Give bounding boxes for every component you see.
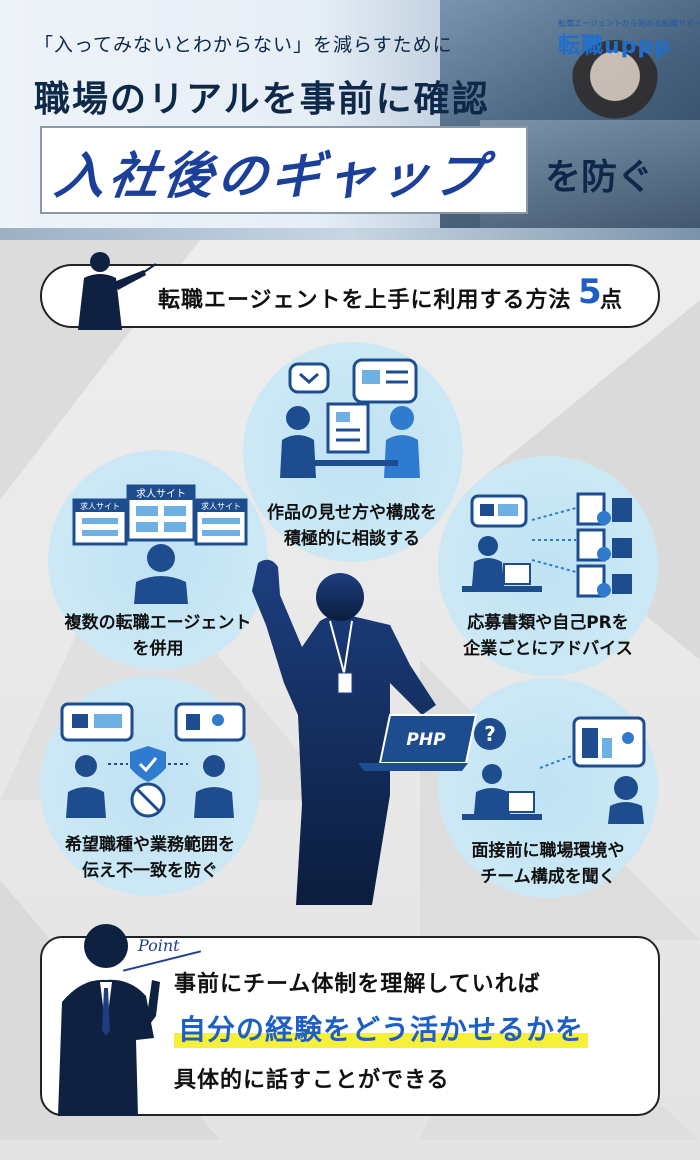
title-line-3: を防ぐ xyxy=(545,157,654,198)
tip-3-line-2: 企業ごとにアドバイス xyxy=(463,639,633,659)
job-site-label-left: 求人サイト xyxy=(80,501,120,511)
tip-text-2: 複数の転職エージェント を併用 xyxy=(38,610,278,662)
worker-photo xyxy=(570,40,660,130)
svg-text:?: ? xyxy=(484,722,496,746)
victory-man-figure: PHP xyxy=(252,559,478,905)
laptop-label: PHP xyxy=(406,730,446,750)
title-line-2: 入社後のギャップ xyxy=(51,147,492,205)
section-heading-number: 5 xyxy=(578,272,602,312)
tip-text-3: 応募書類や自己PRを 企業ごとにアドバイス xyxy=(428,610,668,662)
tip-text-4: 希望職種や業務範囲を 伝え不一致を防ぐ xyxy=(30,832,270,884)
consultation-icon xyxy=(280,358,420,478)
job-site-label-right: 求人サイト xyxy=(201,501,241,511)
job-sites-icon: 求人サイト 求人サイト 求人サイト xyxy=(72,484,248,604)
document-advice-icon xyxy=(462,492,632,598)
tip-text-1: 作品の見せ方や構成を 積極的に相談する xyxy=(232,500,472,552)
job-site-label-center: 求人サイト xyxy=(136,488,186,500)
tip-3-line-1: 応募書類や自己PRを xyxy=(467,613,629,633)
point-line-1: 事前にチーム体制を理解していれば xyxy=(174,972,541,997)
tip-text-5: 面接前に職場環境や チーム構成を聞く xyxy=(428,838,668,890)
tip-2-line-2: を併用 xyxy=(132,639,184,659)
title-line-1: 職場のリアルを事前に確認 xyxy=(34,79,490,120)
tip-2-line-1: 複数の転職エージェント xyxy=(64,613,252,633)
point-line-3: 具体的に話すことができる xyxy=(174,1068,450,1093)
point-line-2-highlight: 自分の経験をどう活かせるかを xyxy=(174,1008,589,1048)
businessman-figure xyxy=(58,924,160,1116)
subheading: 「入ってみないとわからない」を減らすために xyxy=(34,34,453,56)
site-logo: 転職エージェントから始める転職サポート 転職uppp xyxy=(558,18,700,59)
logo-tagline: 転職エージェントから始める転職サポート xyxy=(558,19,700,28)
tip-5-line-2: チーム構成を聞く xyxy=(480,867,616,887)
presenter-icon xyxy=(78,252,157,330)
header-band xyxy=(0,228,700,240)
header-banner: 転職エージェントから始める転職サポート 転職uppp xyxy=(0,0,700,240)
tip-1-line-1: 作品の見せ方や構成を xyxy=(267,503,437,523)
section-heading-text: 転職エージェントを上手に利用する方法 xyxy=(158,288,572,313)
tip-5-line-1: 面接前に職場環境や xyxy=(471,841,625,861)
section-heading-suffix: 点 xyxy=(600,288,623,313)
role-match-icon xyxy=(60,702,246,818)
title-box xyxy=(40,126,528,214)
tip-1-line-2: 積極的に相談する xyxy=(284,529,420,549)
tip-4-line-2: 伝え不一致を防ぐ xyxy=(82,861,218,881)
logo-text: 転職uppp xyxy=(558,34,671,59)
interview-question-icon: ? xyxy=(462,716,646,824)
tip-4-line-1: 希望職種や業務範囲を xyxy=(65,835,235,855)
point-label: Point xyxy=(138,936,180,955)
